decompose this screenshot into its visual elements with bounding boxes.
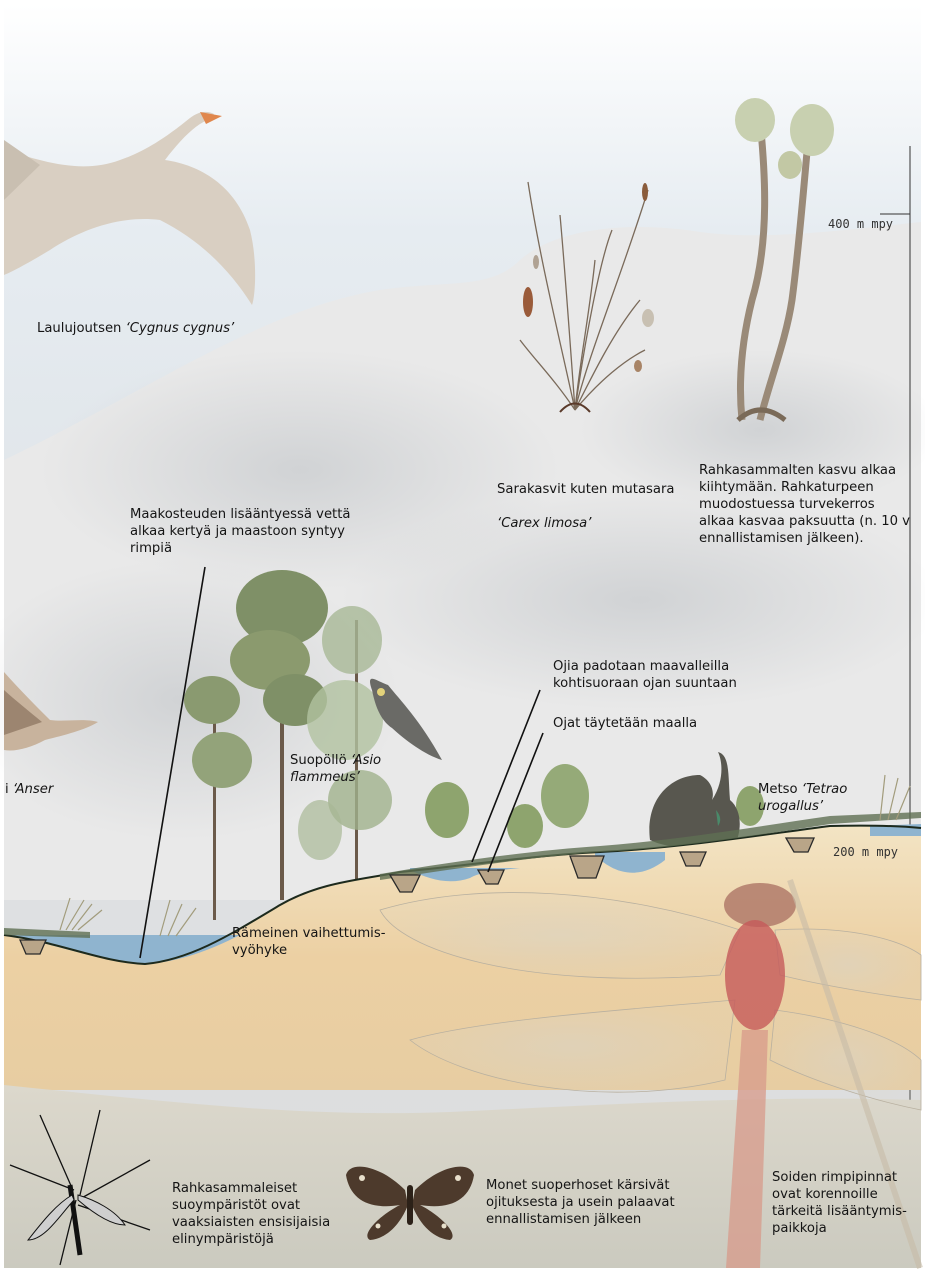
- label-capercaillie-name: Metso: [758, 782, 802, 797]
- label-fill: Ojat täytetään maalla: [553, 715, 697, 732]
- altitude-label-200: 200 m mpy: [833, 845, 898, 859]
- label-moisture: Maakosteuden lisääntyessä vettä alkaa ke…: [130, 506, 351, 557]
- label-owl: Suopöllö ‘Asio flammeus’: [290, 735, 381, 786]
- label-sedge: Sarakasvit kuten mutasara ‘Carex limosa’: [497, 464, 674, 532]
- label-swan-name: Laulujoutsen: [37, 321, 126, 336]
- label-butterfly: Monet suoperhoset kärsivät ojituksesta j…: [486, 1177, 675, 1228]
- label-goose-latin: ‘Anser: [13, 782, 53, 797]
- label-capercaillie: Metso ‘Tetrao urogallus’: [758, 764, 847, 815]
- label-sphagnum: Rahkasammalten kasvu alkaa kiihtymään. R…: [699, 462, 910, 547]
- altitude-label-400: 400 m mpy: [828, 217, 893, 231]
- label-goose: i ‘Anser: [5, 764, 53, 798]
- label-transition: Rämeinen vaihettumis- vyöhyke: [232, 925, 385, 959]
- label-swan: Laulujoutsen ‘Cygnus cygnus’: [37, 303, 234, 337]
- label-cranefly: Rahkasammaleiset suoympäristöt ovat vaak…: [172, 1180, 330, 1248]
- label-dam: Ojia padotaan maavalleilla kohtisuoraan …: [553, 658, 737, 692]
- label-sedge-latin: ‘Carex limosa’: [497, 516, 591, 531]
- label-owl-name: Suopöllö: [290, 753, 351, 768]
- label-sedge-name: Sarakasvit kuten mutasara: [497, 482, 674, 497]
- label-goose-name: i: [5, 782, 13, 797]
- label-dragonfly: Soiden rimpipinnat ovat korennoille tärk…: [772, 1169, 907, 1237]
- label-swan-latin: ‘Cygnus cygnus’: [126, 321, 235, 336]
